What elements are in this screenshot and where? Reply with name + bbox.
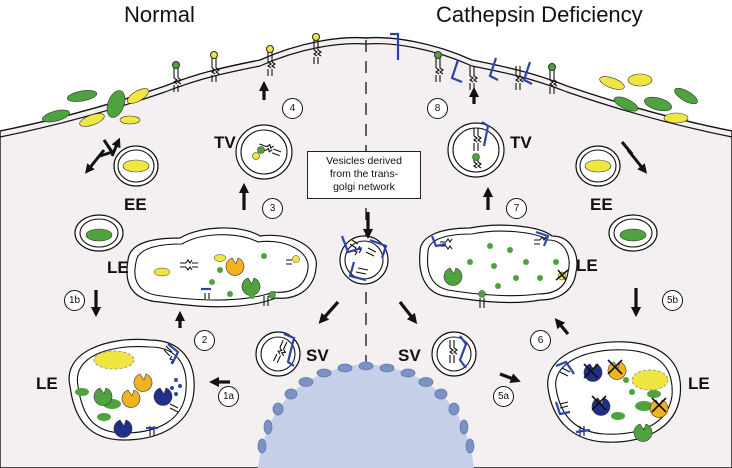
label-lysosome-left: LE <box>36 374 58 393</box>
label-ee-right: EE <box>590 195 613 214</box>
golgi-vesicle <box>339 235 389 285</box>
label-lysosome-right: LE <box>688 374 710 393</box>
label-tv-left: TV <box>214 133 236 152</box>
title-cathepsin-deficiency: Cathepsin Deficiency <box>436 2 643 27</box>
lysosome-right <box>547 341 682 443</box>
early-endosome-right <box>575 145 658 252</box>
transport-vesicle-left <box>235 124 293 180</box>
golgi-box-line2: from the trans- <box>329 168 399 180</box>
step-6: 6 <box>530 330 551 351</box>
surface-receptors <box>171 32 558 94</box>
step-5b: 5b <box>662 290 683 311</box>
label-sv-left: SV <box>306 346 329 365</box>
step-1b: 1b <box>64 290 85 311</box>
golgi-box-line1: Vesicles derived <box>326 155 402 167</box>
step-1a: 1a <box>218 386 239 407</box>
blue-receptors-surface <box>390 32 533 85</box>
late-endosome-right <box>419 224 578 308</box>
golgi-vesicles-box: Vesicles derived from the trans- golgi n… <box>307 151 421 199</box>
title-normal: Normal <box>124 2 195 27</box>
label-ee-left: EE <box>124 195 147 214</box>
step-2: 2 <box>194 330 215 351</box>
label-le-right: LE <box>576 256 598 275</box>
nuclear-pores <box>257 361 475 454</box>
label-sv-right: SV <box>398 346 421 365</box>
endocytosis-arrows <box>85 137 647 174</box>
secretory-vesicle-right <box>431 331 477 377</box>
step-3: 3 <box>262 198 283 219</box>
label-le-left: LE <box>107 258 129 277</box>
step-4: 4 <box>282 98 303 119</box>
label-tv-right: TV <box>510 133 532 152</box>
step-8: 8 <box>427 98 448 119</box>
transport-vesicle-right <box>447 121 505 178</box>
late-endosome-left <box>126 227 317 308</box>
nucleus <box>258 364 474 468</box>
flow-arrows <box>90 80 642 388</box>
golgi-box-line3: golgi network <box>333 181 395 193</box>
extracellular-cargo-left <box>42 88 149 127</box>
step-7: 7 <box>506 198 527 219</box>
early-endosome-left <box>74 145 159 252</box>
step-5a: 5a <box>493 386 514 407</box>
secretory-vesicle-left <box>255 331 301 377</box>
lysosome-left <box>68 338 195 441</box>
extracellular-cargo-right <box>599 73 698 124</box>
